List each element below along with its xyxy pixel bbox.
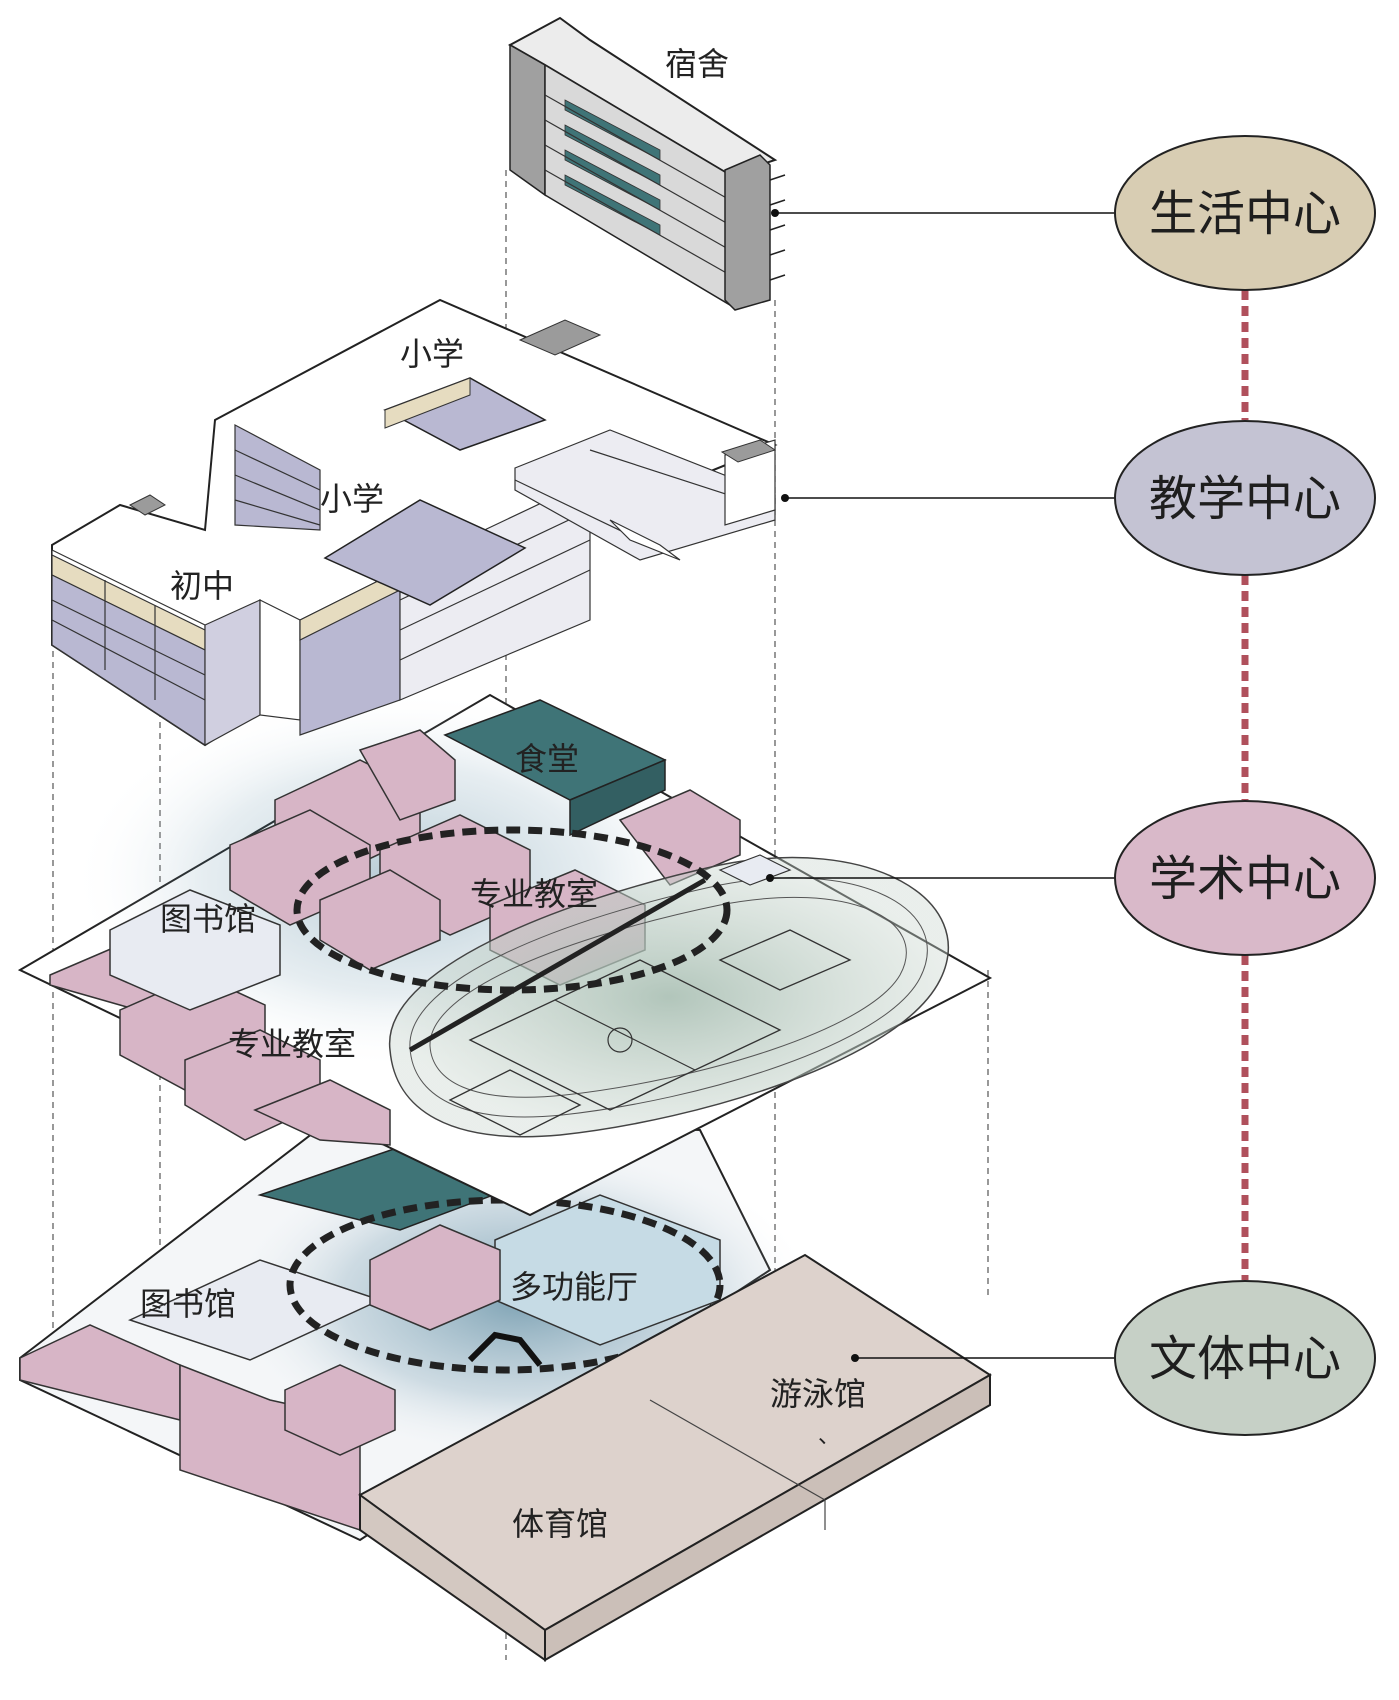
center-academic: 学术中心 <box>1114 800 1376 956</box>
dorm-left-end <box>509 43 546 197</box>
primary-facade-left <box>234 424 321 531</box>
center-life: 生活中心 <box>1114 135 1376 291</box>
gym-pool-side <box>544 1373 991 1662</box>
teaching-courtyard-2 <box>323 499 527 606</box>
classroom-label-2: 专业教室 <box>228 1025 356 1063</box>
primary-label-1: 小学 <box>400 335 464 373</box>
sports-stair <box>467 1331 543 1367</box>
pool-mark: 、 <box>818 1424 840 1449</box>
classroom-label-1: 专业教室 <box>470 875 598 913</box>
pool-label: 游泳馆 <box>770 1375 866 1413</box>
academic-layer: 食堂 图书馆 专业教室 专业教室 <box>17 690 993 1217</box>
basketball-court <box>468 959 782 1111</box>
dorm-layer: 宿舍 <box>507 16 786 311</box>
primary-label-2: 小学 <box>320 480 384 518</box>
junior-facade <box>51 479 591 747</box>
dorm-floor-lines <box>544 94 731 276</box>
dorm-label: 宿舍 <box>665 45 729 83</box>
center-life-label: 生活中心 <box>1149 186 1341 242</box>
junior-label: 初中 <box>170 567 234 605</box>
center-life-ellipse <box>1114 135 1376 291</box>
center-teaching-label: 教学中心 <box>1149 471 1341 527</box>
canteen-side <box>569 758 666 837</box>
academic-library-block <box>109 889 281 1011</box>
center-connector-lines <box>770 212 1115 1359</box>
teaching-layer: 小学 小学 初中 <box>51 298 789 747</box>
sports-pink-blocks <box>19 1224 501 1532</box>
center-sports-ellipse <box>1114 1280 1376 1436</box>
center-academic-ellipse <box>1114 800 1376 956</box>
multifunction-hall-label: 多功能厅 <box>510 1268 638 1306</box>
canteen-label: 食堂 <box>515 740 579 778</box>
center-teaching: 教学中心 <box>1114 420 1376 576</box>
tennis-court <box>448 1069 582 1136</box>
sports-layer: 图书馆 多功能厅 游泳馆 、 体育馆 <box>19 1118 992 1662</box>
sports-field <box>389 856 949 1138</box>
center-sports-label: 文体中心 <box>1149 1331 1341 1387</box>
center-academic-label: 学术中心 <box>1149 851 1341 907</box>
academic-focus-ellipse <box>293 826 731 994</box>
academic-library-label: 图书馆 <box>160 900 256 938</box>
dorm-right-end <box>724 154 771 311</box>
dorm-windows <box>564 99 661 236</box>
center-sports: 文体中心 <box>1114 1280 1376 1436</box>
gym-label: 体育馆 <box>512 1505 608 1543</box>
center-teaching-ellipse <box>1114 420 1376 576</box>
sports-focus-ellipse <box>286 1196 724 1374</box>
academic-ramp <box>408 877 707 1053</box>
sports-library-label: 图书馆 <box>140 1285 236 1323</box>
